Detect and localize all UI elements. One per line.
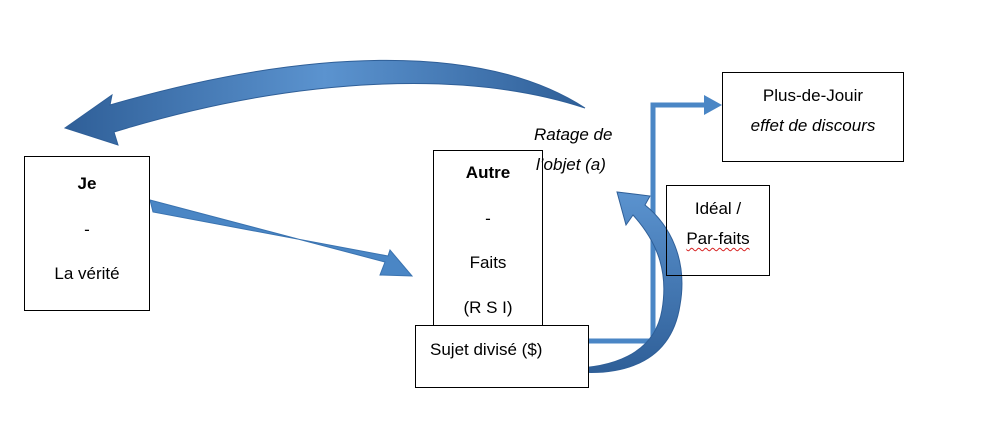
sujet-box: Sujet divisé ($) [415,325,589,388]
plus-line1: Plus-de-Jouir [762,86,864,105]
sujet-to-plus-arrowhead [704,95,722,115]
ideal-line2: Par-faits [667,228,769,250]
plus-line2: effet de discours [750,116,876,135]
je-box: Je - La vérité [24,156,150,311]
je-subtitle: La vérité [54,264,120,283]
top-arc-arrow [63,59,586,146]
autre-faits: Faits [469,253,507,272]
autre-rsi: (R S I) [463,298,513,317]
ratage-line2: l’objet (a) [536,155,606,174]
autre-dash: - [485,209,491,228]
plus-de-jouir-box: Plus-de-Jouir effet de discours [722,72,904,162]
ratage-line1: Ratage de [534,125,613,144]
autre-box: Autre - Faits (R S I) [433,150,543,326]
sujet-label: Sujet divisé ($) [430,340,543,359]
ideal-line1: Idéal / [694,199,742,218]
curved-up-arrow [549,191,683,373]
ideal-box: Idéal / Par-faits [666,185,770,276]
ideal-line2-text: Par-faits [686,229,750,248]
je-to-autre-arrow [149,199,414,277]
autre-title: Autre [465,163,511,182]
je-dash: - [84,220,90,239]
je-title: Je [77,174,97,193]
